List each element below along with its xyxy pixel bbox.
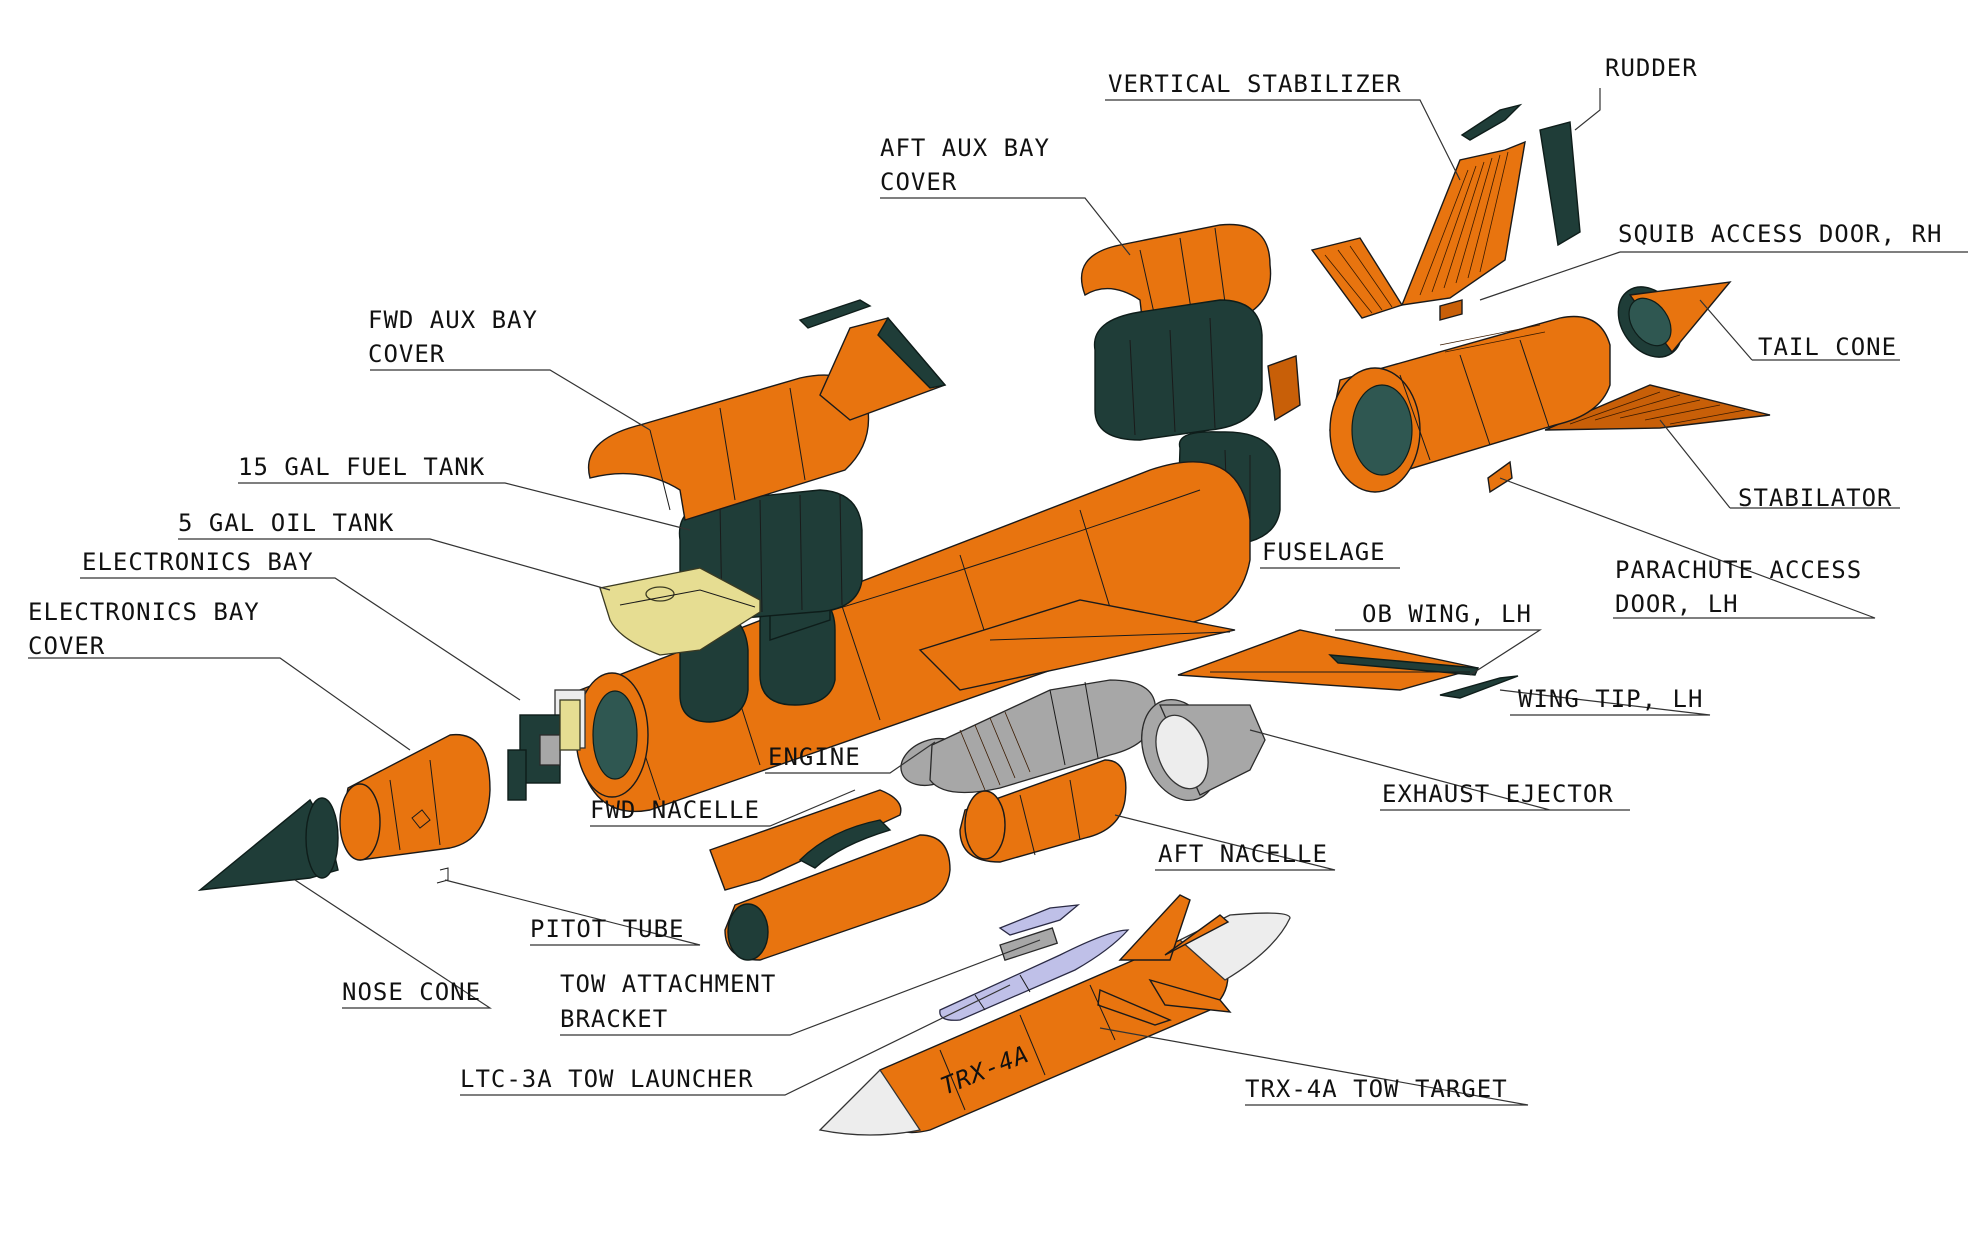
- wing-tip-part: [1439, 675, 1519, 699]
- label-parachute-access-door-line2: DOOR, LH: [1615, 590, 1739, 618]
- aft-fuselage-part: [1267, 315, 1611, 493]
- label-squib-access-door: SQUIB ACCESS DOOR, RH: [1618, 220, 1942, 248]
- label-exhaust-ejector: EXHAUST EJECTOR: [1382, 780, 1614, 808]
- aft-nacelle-part: [959, 759, 1127, 863]
- electronics-bay-part: [507, 689, 586, 801]
- fwd-nacelle-part: [709, 789, 951, 961]
- label-stabilator: STABILATOR: [1738, 484, 1893, 512]
- main-fuselage-part: [575, 461, 1251, 813]
- label-fuselage: FUSELAGE: [1262, 538, 1386, 566]
- ob-wing-part: [1177, 629, 1480, 691]
- label-electronics-bay-cover-line2: COVER: [28, 632, 105, 660]
- vertical-stabilizer-part: [1310, 140, 1526, 319]
- rudder-part: [1539, 121, 1581, 247]
- label-nose-cone: NOSE CONE: [342, 978, 481, 1006]
- fwd-aux-bay-cover-part: [588, 299, 947, 521]
- label-rudder: RUDDER: [1605, 54, 1698, 82]
- label-aft-nacelle: AFT NACELLE: [1158, 840, 1328, 868]
- tow-launcher-part: [939, 929, 1130, 1021]
- nose-cone-part: [197, 797, 339, 891]
- label-tow-target: TRX-4A TOW TARGET: [1245, 1075, 1508, 1103]
- label-tow-attachment-bracket-line1: TOW ATTACHMENT: [560, 970, 776, 998]
- label-fwd-nacelle: FWD NACELLE: [590, 796, 760, 824]
- oil-tank-part: [599, 567, 761, 656]
- label-pitot-tube: PITOT TUBE: [530, 915, 685, 943]
- label-tow-launcher: LTC-3A TOW LAUNCHER: [460, 1065, 754, 1093]
- label-tow-attachment-bracket-line2: BRACKET: [560, 1005, 668, 1033]
- tow-target-part: TRX-4A: [818, 894, 1291, 1136]
- label-aft-aux-bay-cover-line1: AFT AUX BAY: [880, 134, 1050, 162]
- wing-root-part: [918, 599, 1236, 691]
- leader-lines: [28, 88, 1968, 1106]
- label-electronics-bay-cover-line1: ELECTRONICS BAY: [28, 598, 260, 626]
- label-tail-cone: TAIL CONE: [1758, 333, 1897, 361]
- label-electronics-bay: ELECTRONICS BAY: [82, 548, 314, 576]
- label-parachute-access-door-line1: PARACHUTE ACCESS: [1615, 556, 1862, 584]
- label-fwd-aux-bay-cover-line1: FWD AUX BAY: [368, 306, 538, 334]
- exhaust-ejector-part: [1141, 698, 1266, 802]
- label-ob-wing: OB WING, LH: [1362, 600, 1532, 628]
- label-aft-aux-bay-cover-line2: COVER: [880, 168, 957, 196]
- stabilator-part: [1544, 384, 1771, 431]
- parachute-access-door-part: [1487, 460, 1513, 494]
- label-engine: ENGINE: [768, 743, 861, 771]
- callout-labels: VERTICAL STABILIZER RUDDER AFT AUX BAY C…: [28, 54, 1942, 1103]
- label-fuel-tank: 15 GAL FUEL TANK: [238, 453, 485, 481]
- vertical-stabilizer-tip-part: [1460, 103, 1523, 141]
- label-fwd-aux-bay-cover-line2: COVER: [368, 340, 445, 368]
- engine-part: [900, 679, 1157, 794]
- pitot-tube-part: [436, 867, 449, 884]
- label-oil-tank: 5 GAL OIL TANK: [178, 509, 394, 537]
- squib-access-door-part: [1439, 299, 1463, 321]
- label-vertical-stabilizer: VERTICAL STABILIZER: [1108, 70, 1402, 98]
- tail-cone-part: [1617, 281, 1732, 358]
- electronics-bay-cover-part: [339, 733, 491, 861]
- label-wing-tip: WING TIP, LH: [1518, 685, 1703, 713]
